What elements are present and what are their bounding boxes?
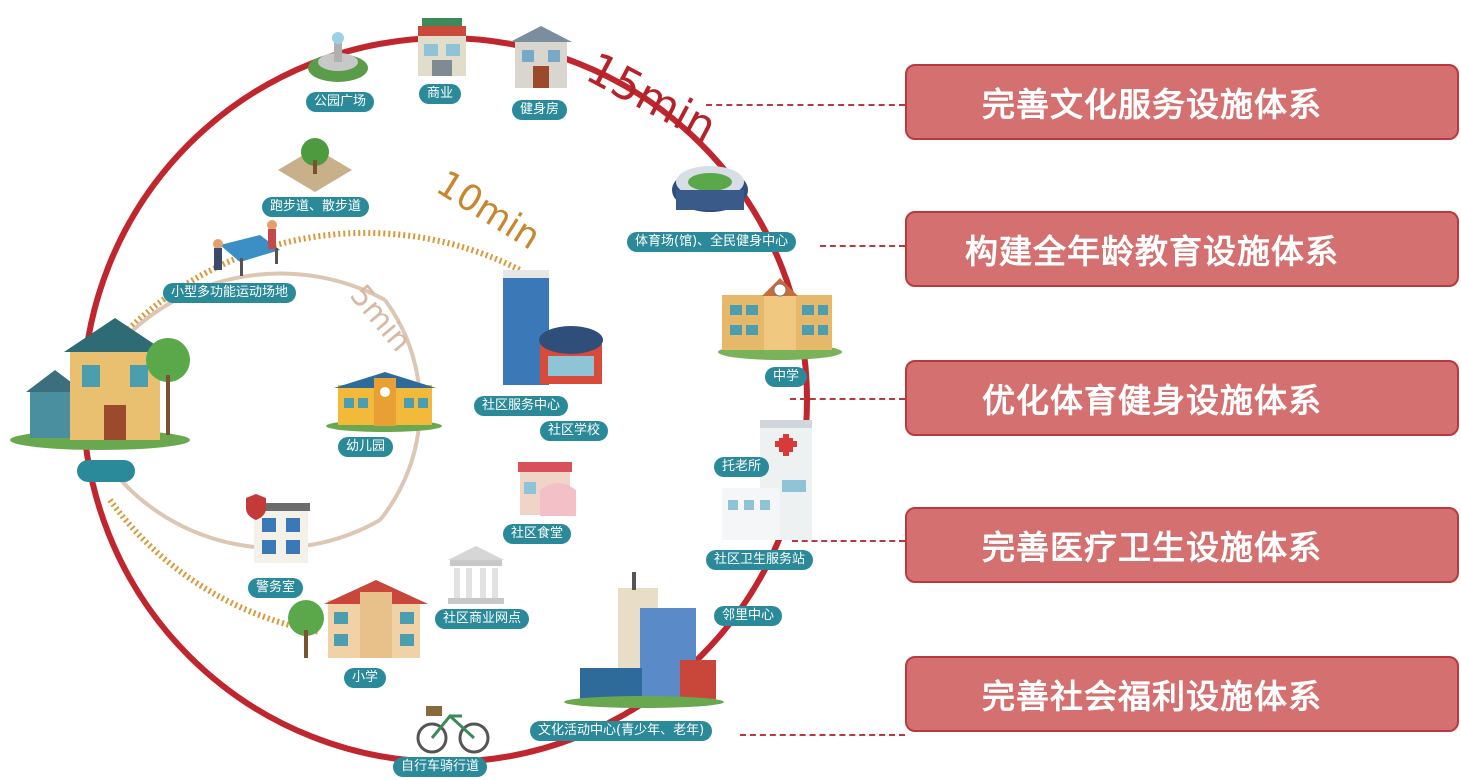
facility-commerce-label: 商业 [419,84,462,104]
connector-line-5 [740,734,905,736]
shop-icon [418,18,466,76]
facility-stadium-label: 体育场(馆)、全民健身中心 [627,232,797,252]
facility-middle-school-label: 中学 [765,367,808,387]
system-box-sports: 优化体育健身设施体系 [905,360,1459,436]
connector-line-1 [706,104,905,106]
facility-park-label: 公园广场 [306,92,375,112]
system-box-medical: 完善医疗卫生设施体系 [905,507,1459,583]
table-tennis-icon [213,220,280,276]
facility-neighborhood-label: 邻里中心 [714,606,783,626]
facility-kindergarten-label: 幼儿园 [338,437,394,457]
system-box-culture: 完善文化服务设施体系 [905,64,1459,140]
facility-health-station-label: 社区卫生服务站 [706,550,814,570]
police-station-icon [246,494,310,563]
facility-police-label: 警务室 [248,578,304,598]
facility-canteen-label: 社区食堂 [503,524,572,544]
facility-primary-school-label: 小学 [344,668,387,688]
community-service-center-icon [503,270,603,385]
connector-line-4 [792,540,905,542]
home-house-icon [10,318,190,450]
track-pavilion-icon [278,138,352,192]
connector-line-2 [820,245,905,247]
facility-culture-center-label: 文化活动中心(青少年、老年) [530,721,713,741]
system-box-welfare: 完善社会福利设施体系 [905,656,1459,732]
middle-school-icon [718,278,842,360]
facility-community-service-label: 社区服务中心 [474,396,569,416]
business-outlet-bank-icon [448,546,504,604]
park-fountain-icon [308,32,368,82]
facility-bike-lane-label: 自行车骑行道 [393,757,488,777]
facility-gym-label: 健身房 [512,100,568,120]
canteen-icon [518,462,576,516]
facility-small-sports-label: 小型多功能运动场地 [163,283,297,303]
kindergarten-icon [326,372,442,432]
primary-school-icon [288,580,428,658]
system-box-education: 构建全年龄教育设施体系 [905,211,1459,287]
hospital-icon [722,420,812,540]
home-label-pill [77,460,135,482]
stadium-icon [672,166,748,212]
facility-elder-care-label: 托老所 [714,457,770,477]
gym-building-icon [510,26,572,88]
facility-track-label: 跑步道、散步道 [262,197,370,217]
facility-business-outlet-label: 社区商业网点 [435,609,530,629]
ring-5min-lower [110,468,381,550]
connector-line-3 [790,398,905,400]
ring-10min-lower [107,498,321,635]
ring-5min [116,271,386,347]
culture-center-icon [564,572,724,708]
bicycle-icon [416,706,490,754]
facility-community-school-label: 社区学校 [540,421,609,441]
